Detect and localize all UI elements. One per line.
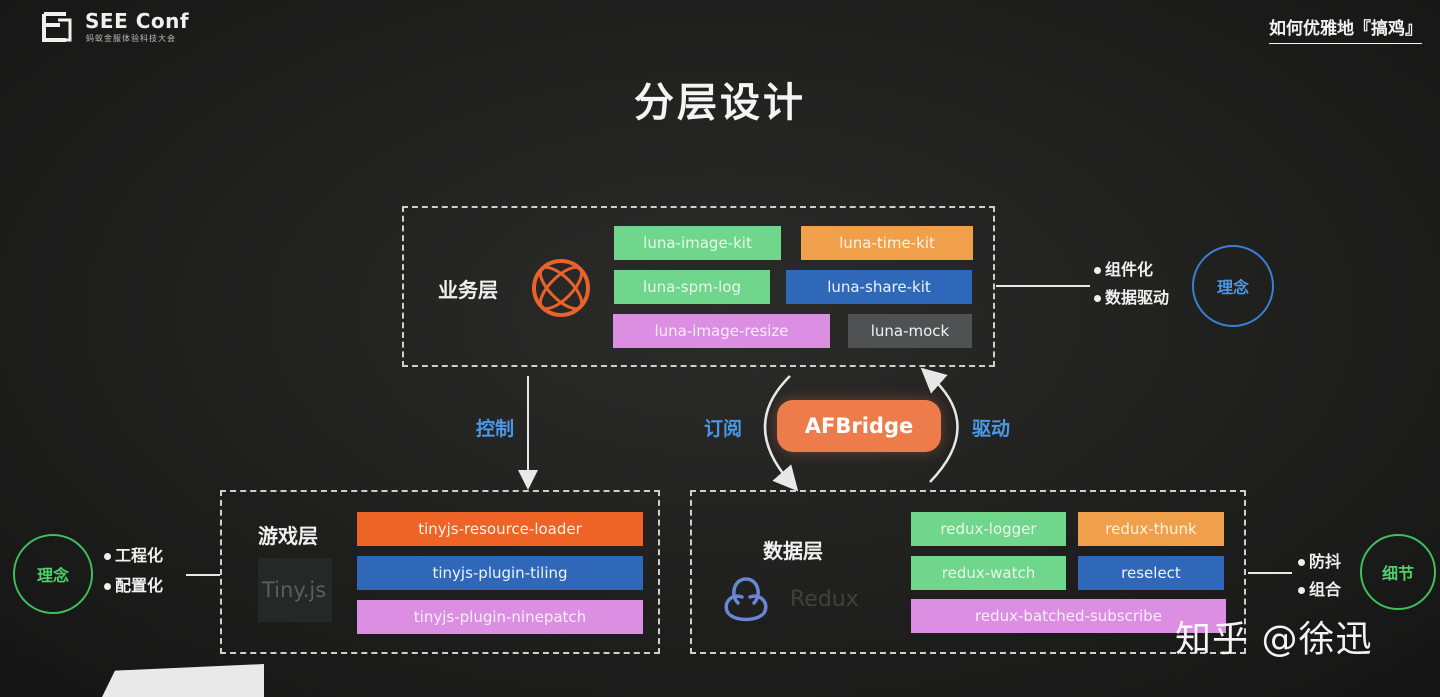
redux-logo-icon [724,577,768,622]
pill-redux-batched-subscribe: redux-batched-subscribe [911,599,1226,633]
pill-luna-spm-log: luna-spm-log [614,270,770,304]
data-layer-label: 数据层 [763,539,823,563]
control-label: 控制 [476,418,515,440]
pill-tinyjs-plugin-ninepatch: tinyjs-plugin-ninepatch [357,600,643,634]
talk-title: 如何优雅地『搞鸡』 [1269,14,1422,44]
luna-logo-icon [532,259,590,317]
pill-redux-watch: redux-watch [911,556,1066,590]
redux-logo-text: Redux [790,587,859,612]
business-concept-connector [996,285,1090,287]
pill-tinyjs-plugin-tiling: tinyjs-plugin-tiling [357,556,643,590]
business-layer-label: 业务层 [438,278,498,302]
tinyjs-logo-text: Tiny.js [262,578,327,602]
data-detail-circle: 细节 [1360,534,1436,610]
data-concept-connector [1248,572,1292,574]
pill-redux-thunk: redux-thunk [1078,512,1224,546]
zhihu-watermark: 知乎 @徐迅 [1175,619,1373,660]
business-concept-2: 数据驱动 [1094,284,1169,312]
data-concept-2: 组合 [1298,576,1341,604]
business-concept-circle: 理念 [1192,245,1274,327]
pill-luna-time-kit: luna-time-kit [801,226,973,260]
game-layer-box [220,490,660,654]
business-concept-1: 组件化 [1094,256,1153,284]
page-title: 分层设计 [634,80,806,126]
pill-tinyjs-resource-loader: tinyjs-resource-loader [357,512,643,546]
pill-luna-image-resize: luna-image-resize [613,314,830,348]
pill-redux-logger: redux-logger [911,512,1066,546]
pill-luna-share-kit: luna-share-kit [786,270,972,304]
logo-subtitle: 蚂蚁金服体验科技大会 [86,34,176,43]
game-layer-label: 游戏层 [258,524,318,548]
subscribe-label: 订阅 [704,418,743,440]
game-concept-1: 工程化 [104,542,163,570]
see-conf-logo-icon [42,12,72,42]
pill-reselect: reselect [1078,556,1224,590]
afbridge-node: AFBridge [777,400,941,452]
data-layer-box [690,490,1246,654]
drive-label: 驱动 [972,418,1011,440]
game-concept-connector [186,574,220,576]
pill-luna-mock: luna-mock [848,314,972,348]
game-concept-2: 配置化 [104,572,163,600]
business-layer-box [402,206,995,367]
data-concept-1: 防抖 [1298,548,1341,576]
logo-title: SEE Conf [85,9,190,33]
game-concept-circle: 理念 [13,534,93,614]
drive-arc [920,367,959,483]
tinyjs-logo-box [258,558,332,622]
pill-luna-image-kit: luna-image-kit [614,226,781,260]
subscribe-arc [763,375,799,492]
